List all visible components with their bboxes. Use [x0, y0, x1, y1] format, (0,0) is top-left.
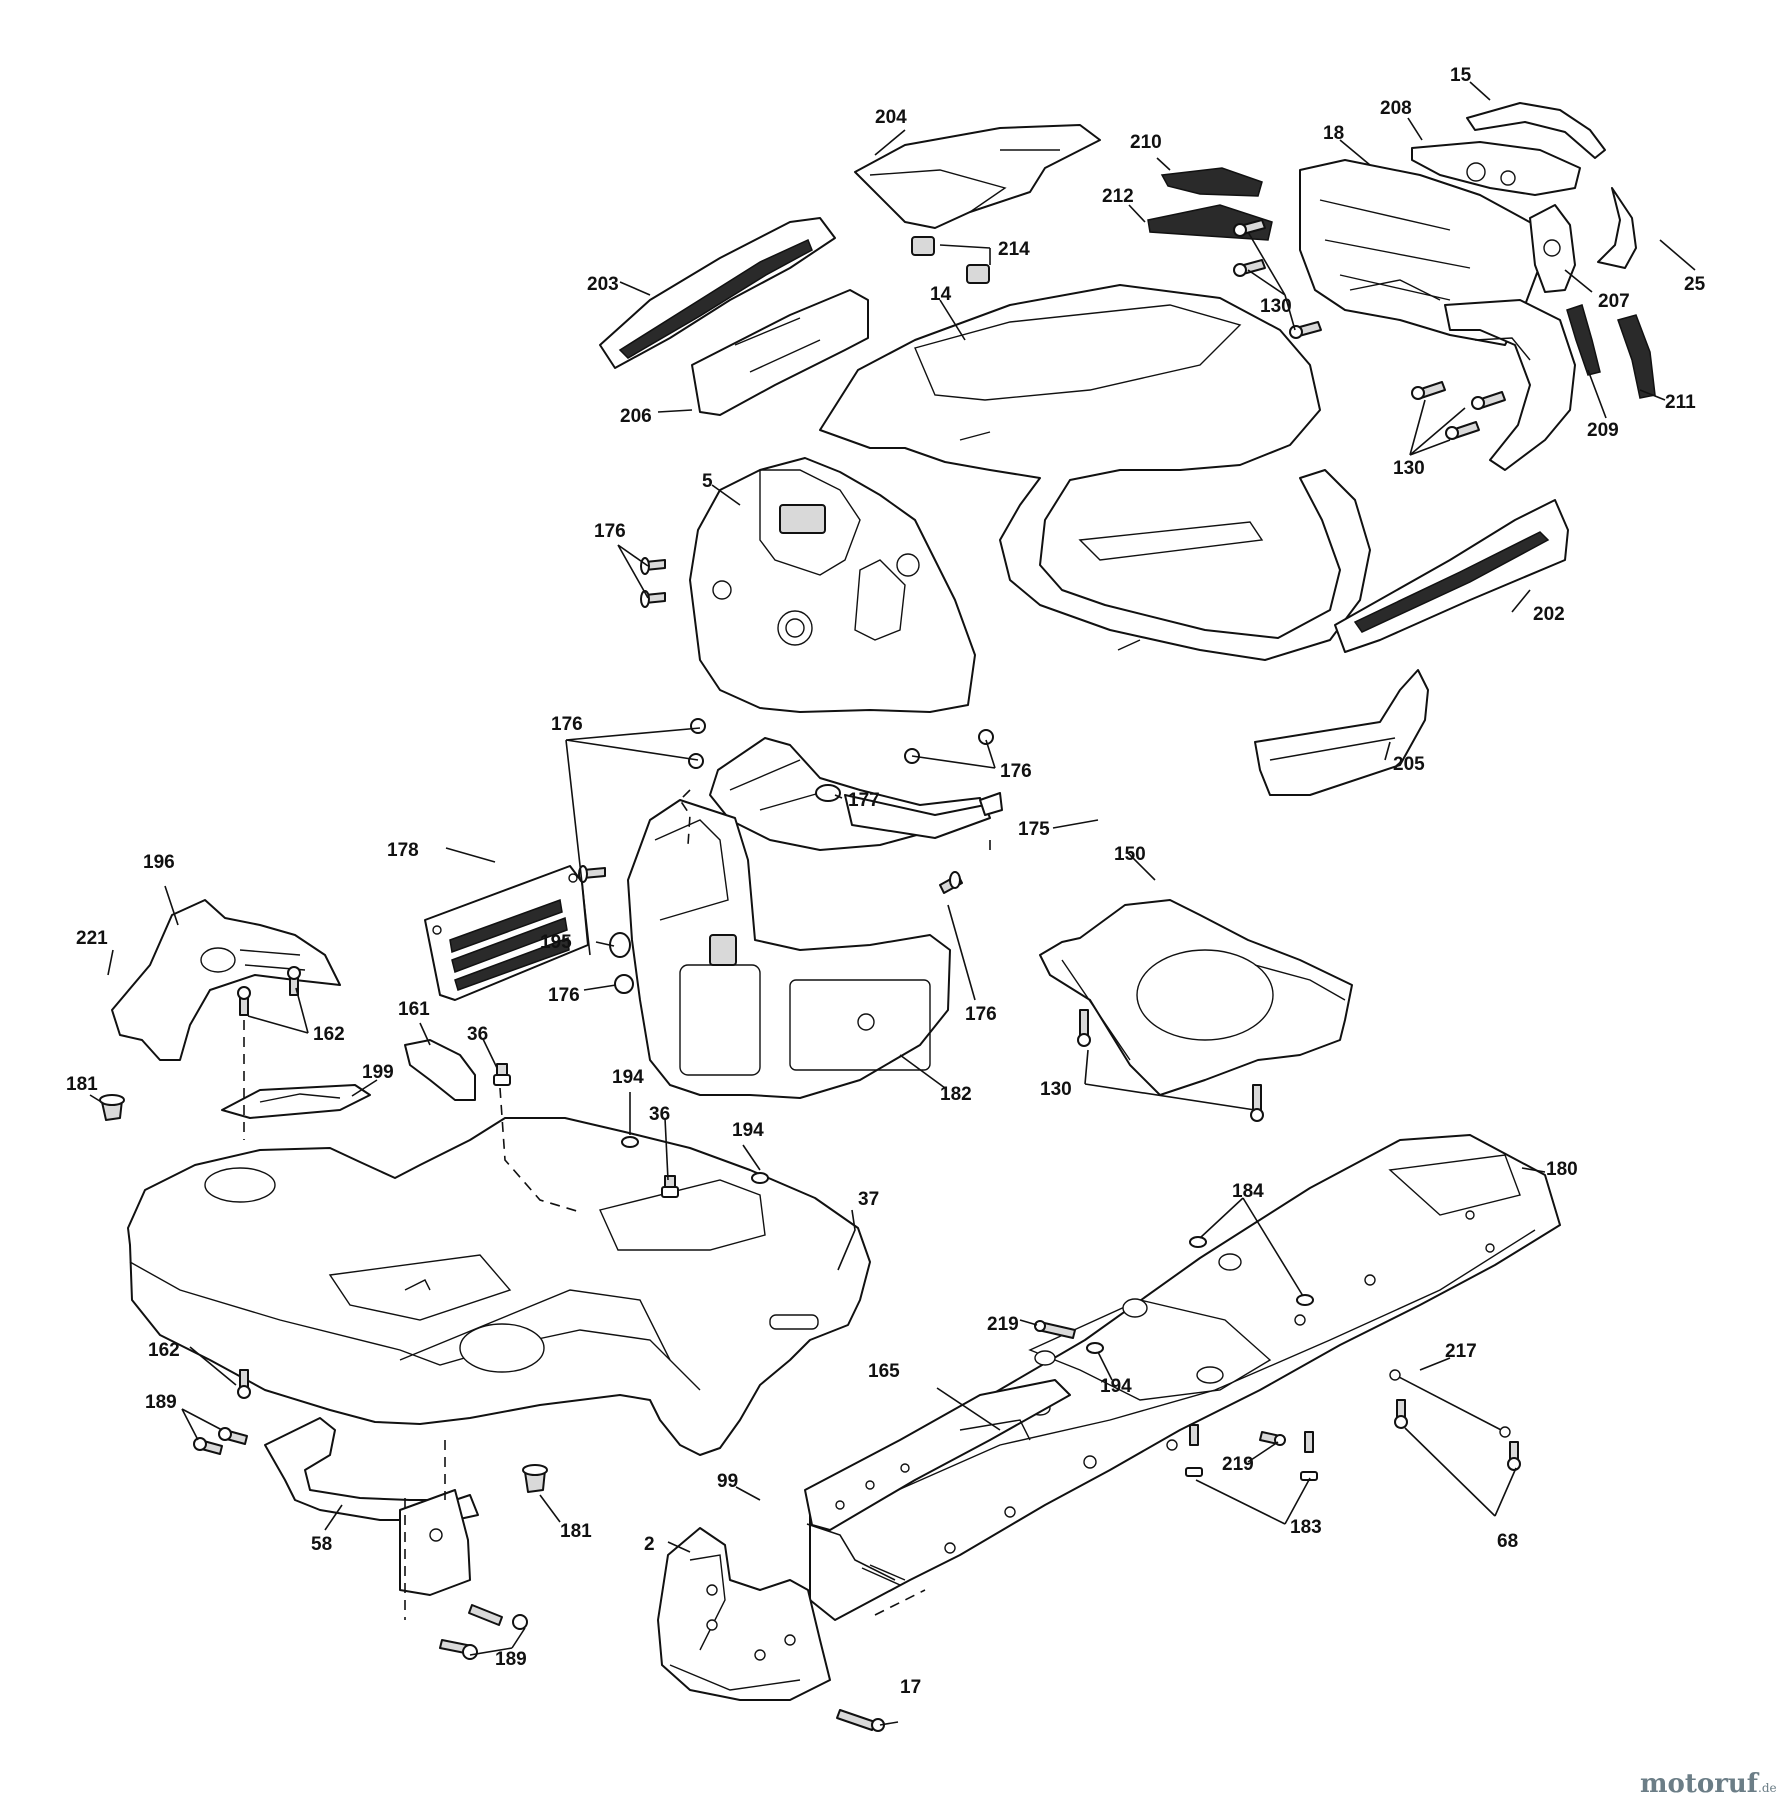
part-210-vent-grille — [1160, 167, 1263, 197]
callout-214: 214 — [998, 239, 1030, 260]
callout-175: 175 — [1018, 819, 1050, 840]
part-204-hood-cover — [854, 124, 1101, 229]
callout-17: 17 — [900, 1677, 921, 1698]
callout-189-bottom: 189 — [495, 1649, 527, 1670]
callout-36-left: 36 — [467, 1024, 488, 1045]
part-161-side-trim — [404, 1039, 476, 1101]
callout-184: 184 — [1232, 1181, 1264, 1202]
callout-5: 5 — [702, 471, 713, 492]
callout-14: 14 — [930, 284, 952, 305]
callout-161: 161 — [398, 999, 430, 1020]
callout-58: 58 — [311, 1534, 332, 1555]
callout-211: 211 — [1665, 392, 1696, 413]
callout-130-top: 130 — [1260, 296, 1292, 317]
callout-99: 99 — [717, 1471, 738, 1492]
part-15-trim — [1466, 102, 1606, 159]
part-208-bracket — [1411, 141, 1581, 196]
callout-194-left: 194 — [612, 1067, 644, 1088]
callout-2: 2 — [644, 1534, 655, 1555]
leader-lines — [89, 81, 1696, 1726]
part-182-steering-tower — [627, 799, 951, 1099]
callout-209: 209 — [1587, 420, 1619, 441]
callout-181-top: 181 — [66, 1074, 98, 1095]
callout-202: 202 — [1533, 604, 1565, 625]
callout-176-right: 176 — [1000, 761, 1032, 782]
callout-68: 68 — [1497, 1531, 1518, 1552]
callout-15: 15 — [1450, 65, 1472, 86]
callout-219-bottom: 219 — [1222, 1454, 1254, 1475]
part-178-vent-plate — [424, 865, 589, 1001]
part-headlight-bezel — [1444, 299, 1576, 471]
callout-210: 210 — [1130, 132, 1162, 153]
part-165-side-rail — [804, 1379, 1071, 1531]
callout-199: 199 — [362, 1062, 394, 1083]
watermark-logo: motoruf .de — [1640, 1769, 1777, 1799]
callout-203: 203 — [587, 274, 619, 295]
part-5-dash-panel — [689, 457, 976, 713]
callout-130-right: 130 — [1393, 458, 1425, 479]
callout-176-lower-right: 176 — [965, 1004, 997, 1025]
part-206-panel — [691, 289, 869, 416]
part-150-floor-pan — [1039, 899, 1353, 1096]
callout-37: 37 — [858, 1189, 879, 1210]
part-37-fender-deck — [127, 1117, 871, 1456]
callout-195: 195 — [540, 932, 572, 953]
callout-207: 207 — [1598, 291, 1630, 312]
callout-176-dash: 176 — [594, 521, 626, 542]
part-199-bracket — [221, 1084, 371, 1119]
callout-206: 206 — [620, 406, 652, 427]
callout-178: 178 — [387, 840, 419, 861]
part-175-support-bracket — [709, 737, 1003, 851]
callout-189-top: 189 — [145, 1392, 177, 1413]
callout-182: 182 — [940, 1084, 972, 1105]
callout-177: 177 — [848, 790, 880, 811]
callout-162-bottom: 162 — [148, 1340, 180, 1361]
callout-208: 208 — [1380, 98, 1412, 119]
callout-25: 25 — [1684, 274, 1706, 295]
part-211-grille — [1617, 314, 1656, 399]
callout-36-mid: 36 — [649, 1104, 670, 1125]
part-205-lower-panel — [1254, 669, 1429, 796]
part-196-panel — [111, 899, 341, 1061]
callout-162-top: 162 — [313, 1024, 345, 1045]
part-217-rod — [1389, 1369, 1511, 1438]
part-180-frame — [809, 1134, 1561, 1621]
part-58-rod — [264, 1417, 479, 1596]
callout-205: 205 — [1393, 754, 1425, 775]
part-203-grille — [599, 217, 836, 369]
part-209-grille — [1566, 304, 1601, 376]
part-202-bumper-grille — [1334, 499, 1569, 653]
callout-150: 150 — [1114, 844, 1146, 865]
callout-194-mid: 194 — [732, 1120, 764, 1141]
part-214-clips — [911, 236, 990, 284]
callout-176-left: 176 — [551, 714, 583, 735]
callout-180: 180 — [1546, 1159, 1578, 1180]
assembly-lines — [243, 789, 926, 1620]
callout-181-bottom: 181 — [560, 1521, 592, 1542]
callout-18: 18 — [1323, 123, 1344, 144]
part-99-link-rod — [806, 1523, 906, 1586]
part-207-lens — [1529, 204, 1576, 293]
callout-221: 221 — [76, 928, 108, 949]
callout-194-right: 194 — [1100, 1376, 1132, 1397]
callout-196: 196 — [143, 852, 175, 873]
callout-217: 217 — [1445, 1341, 1477, 1362]
part-2-hitch-plate — [657, 1527, 831, 1701]
part-177-fastener — [815, 784, 841, 802]
watermark-tld: .de — [1758, 1781, 1777, 1795]
callout-183: 183 — [1290, 1517, 1322, 1538]
callout-176-lower: 176 — [548, 985, 580, 1006]
callout-212: 212 — [1102, 186, 1134, 207]
part-25-lens-cover — [1597, 187, 1637, 269]
callout-204: 204 — [875, 107, 907, 128]
part-14-hood — [819, 284, 1371, 661]
callout-130-floor: 130 — [1040, 1079, 1072, 1100]
callout-219-top: 219 — [987, 1314, 1019, 1335]
watermark-brand: motoruf — [1640, 1769, 1760, 1799]
callout-165: 165 — [868, 1361, 900, 1382]
callout-labels: 204 15 208 18 210 212 214 203 14 130 207… — [66, 65, 1706, 1698]
